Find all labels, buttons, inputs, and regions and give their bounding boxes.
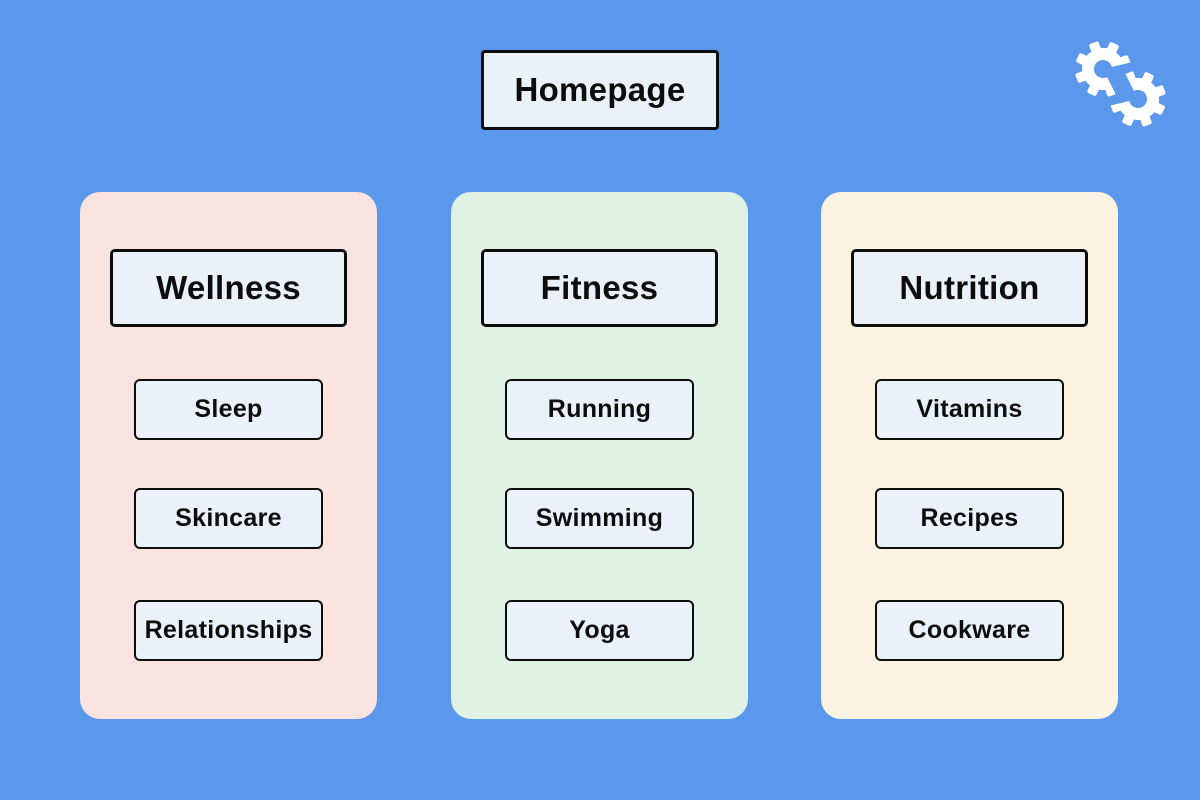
panel-nutrition: Nutrition Vitamins Recipes Cookware (821, 192, 1118, 719)
node-label: Relationships (144, 616, 313, 644)
node-label: Vitamins (916, 395, 1023, 423)
node-label: Running (547, 395, 652, 423)
panel-fitness: Fitness Running Swimming Yoga (451, 192, 748, 719)
node-skincare[interactable]: Skincare (134, 488, 323, 549)
node-yoga[interactable]: Yoga (505, 600, 694, 661)
node-wellness[interactable]: Wellness (110, 249, 347, 327)
node-running[interactable]: Running (505, 379, 694, 440)
panel-wellness: Wellness Sleep Skincare Relationships (80, 192, 377, 719)
node-label: Swimming (535, 504, 664, 532)
node-swimming[interactable]: Swimming (505, 488, 694, 549)
node-label: Wellness (156, 269, 301, 306)
node-sleep[interactable]: Sleep (134, 379, 323, 440)
node-label: Homepage (514, 71, 686, 108)
interlocking-gears-logo (1072, 36, 1172, 136)
node-recipes[interactable]: Recipes (875, 488, 1064, 549)
node-relationships[interactable]: Relationships (134, 600, 323, 661)
gear-top-left-icon (1072, 36, 1140, 106)
node-homepage[interactable]: Homepage (481, 50, 719, 130)
node-fitness[interactable]: Fitness (481, 249, 718, 327)
node-label: Sleep (194, 395, 263, 423)
node-label: Skincare (175, 504, 282, 532)
node-label: Nutrition (899, 269, 1040, 306)
node-cookware[interactable]: Cookware (875, 600, 1064, 661)
node-vitamins[interactable]: Vitamins (875, 379, 1064, 440)
node-label: Recipes (920, 504, 1019, 532)
node-label: Fitness (540, 269, 659, 306)
node-label: Cookware (908, 616, 1031, 644)
node-nutrition[interactable]: Nutrition (851, 249, 1088, 327)
node-label: Yoga (569, 616, 630, 644)
